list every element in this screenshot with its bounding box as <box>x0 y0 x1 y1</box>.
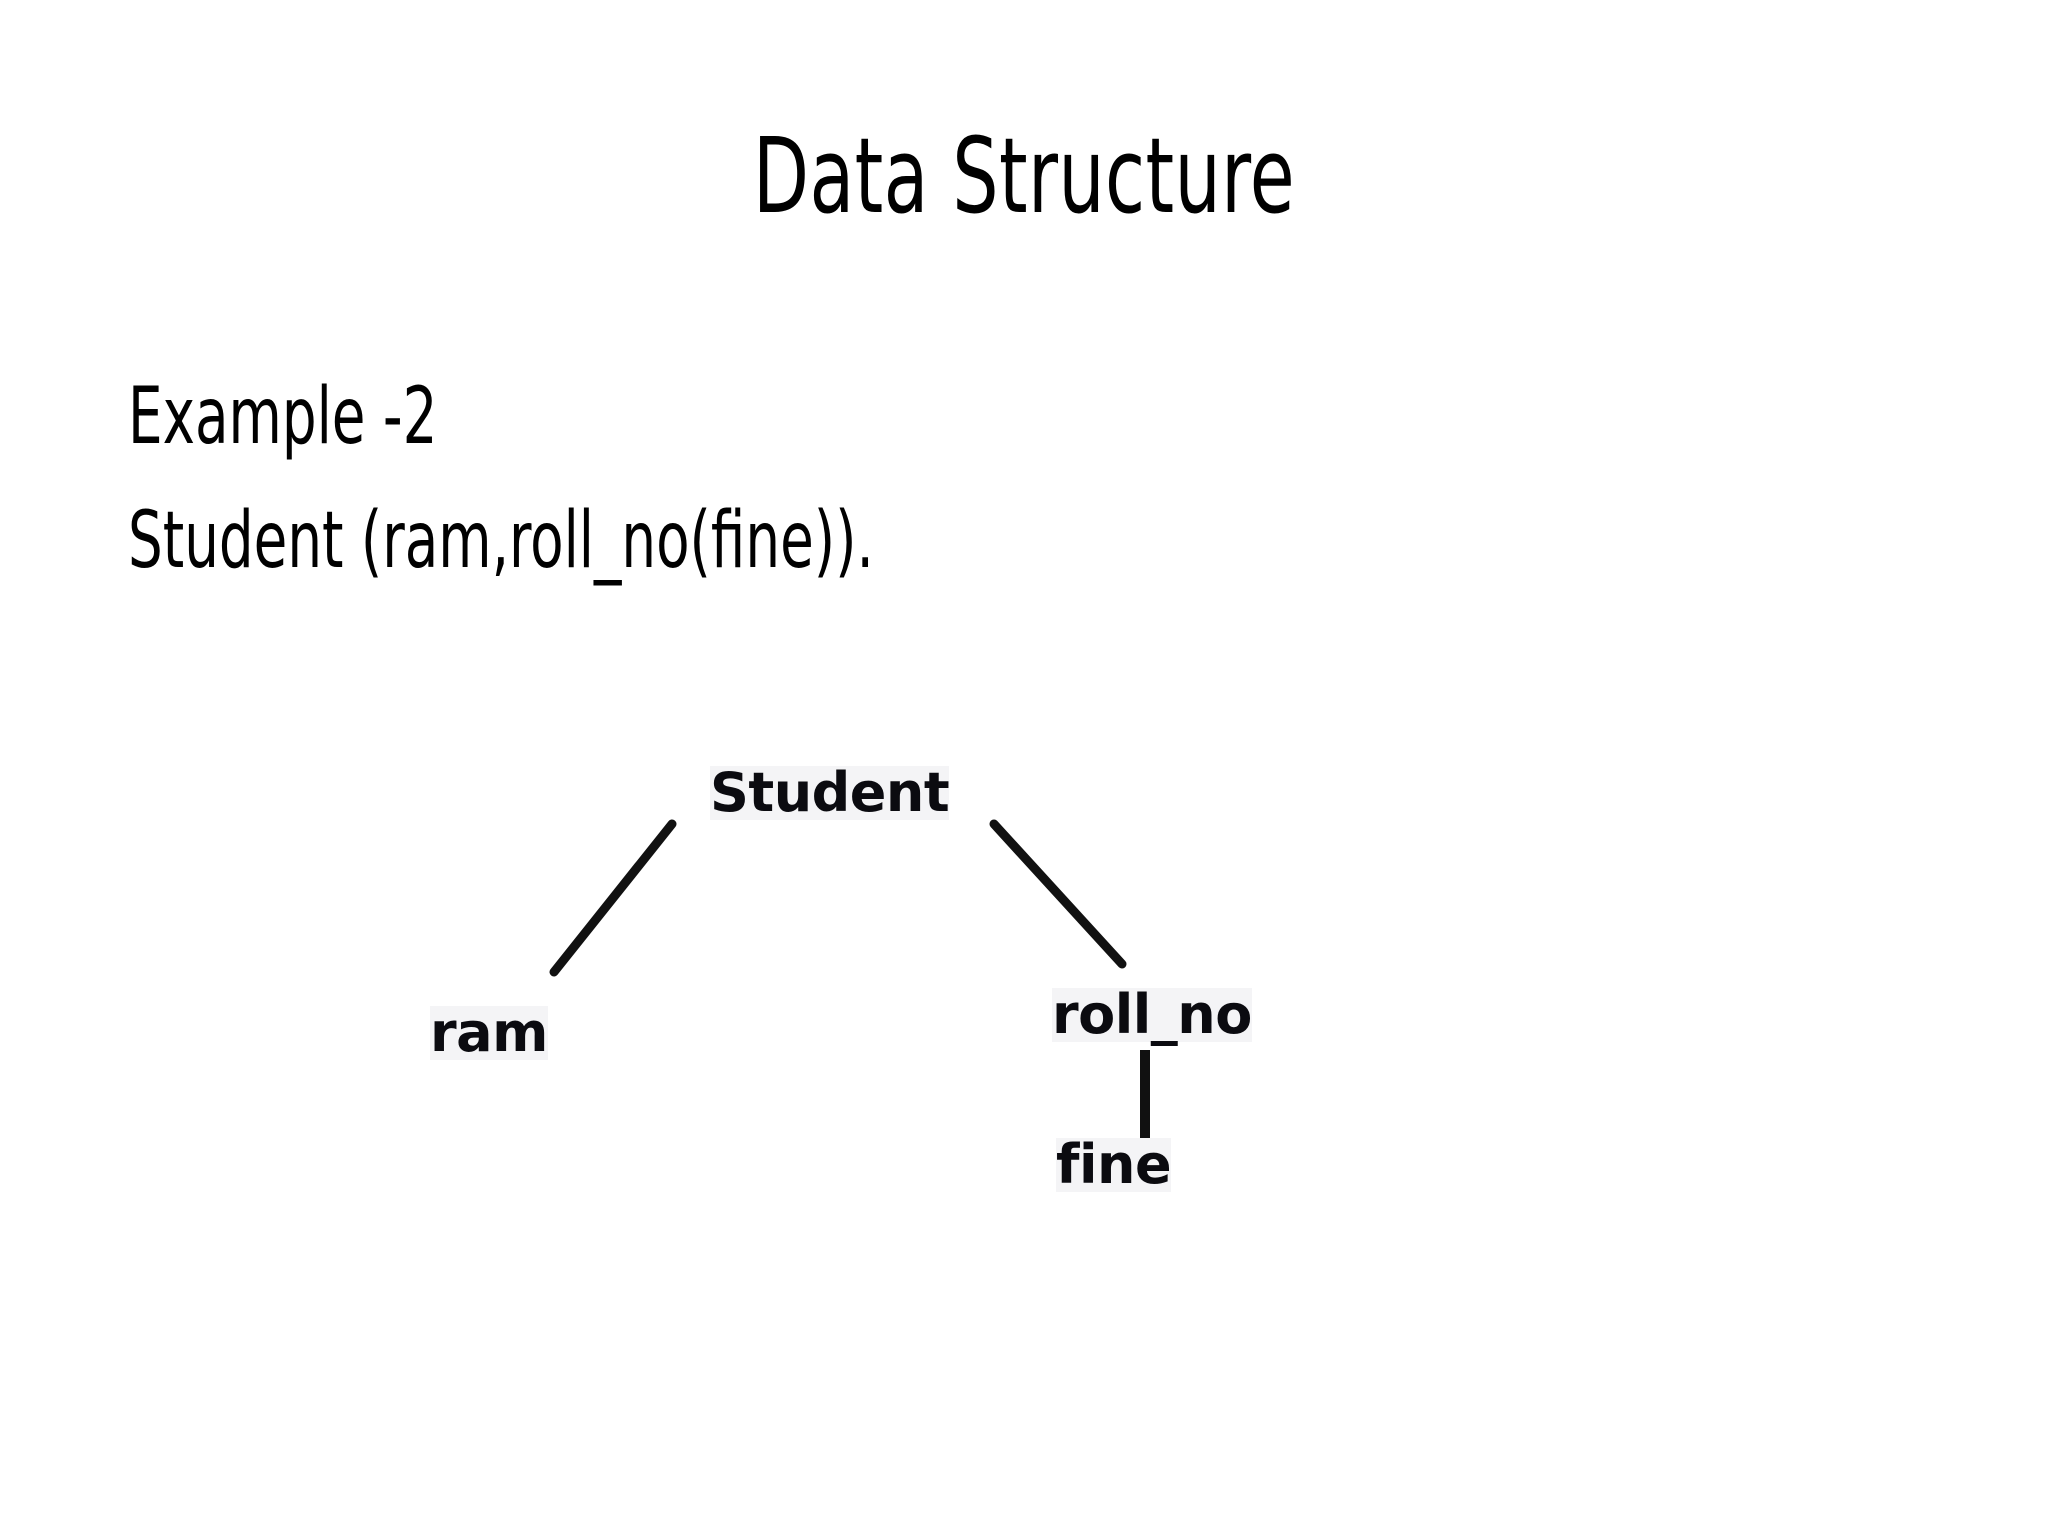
tree-node-ram: ram <box>430 1001 548 1064</box>
tree-node-rollno: roll_no <box>1052 983 1252 1046</box>
edge-student-rollno <box>989 819 1127 969</box>
tree-node-student: Student <box>710 761 950 824</box>
tree-edges <box>549 819 1150 1144</box>
body-line-expression: Student (ram,roll_no(fine)). <box>128 496 874 586</box>
body-text-block: Example -2 Student (ram,roll_no(fine)). <box>128 378 1628 626</box>
page-title: Data Structure <box>752 115 1296 237</box>
tree-node-fine: fine <box>1056 1133 1172 1196</box>
tree-diagram: Student ram roll_no fine <box>380 720 1280 1260</box>
body-line-example: Example -2 <box>128 372 438 462</box>
edge-student-ram <box>549 819 677 977</box>
